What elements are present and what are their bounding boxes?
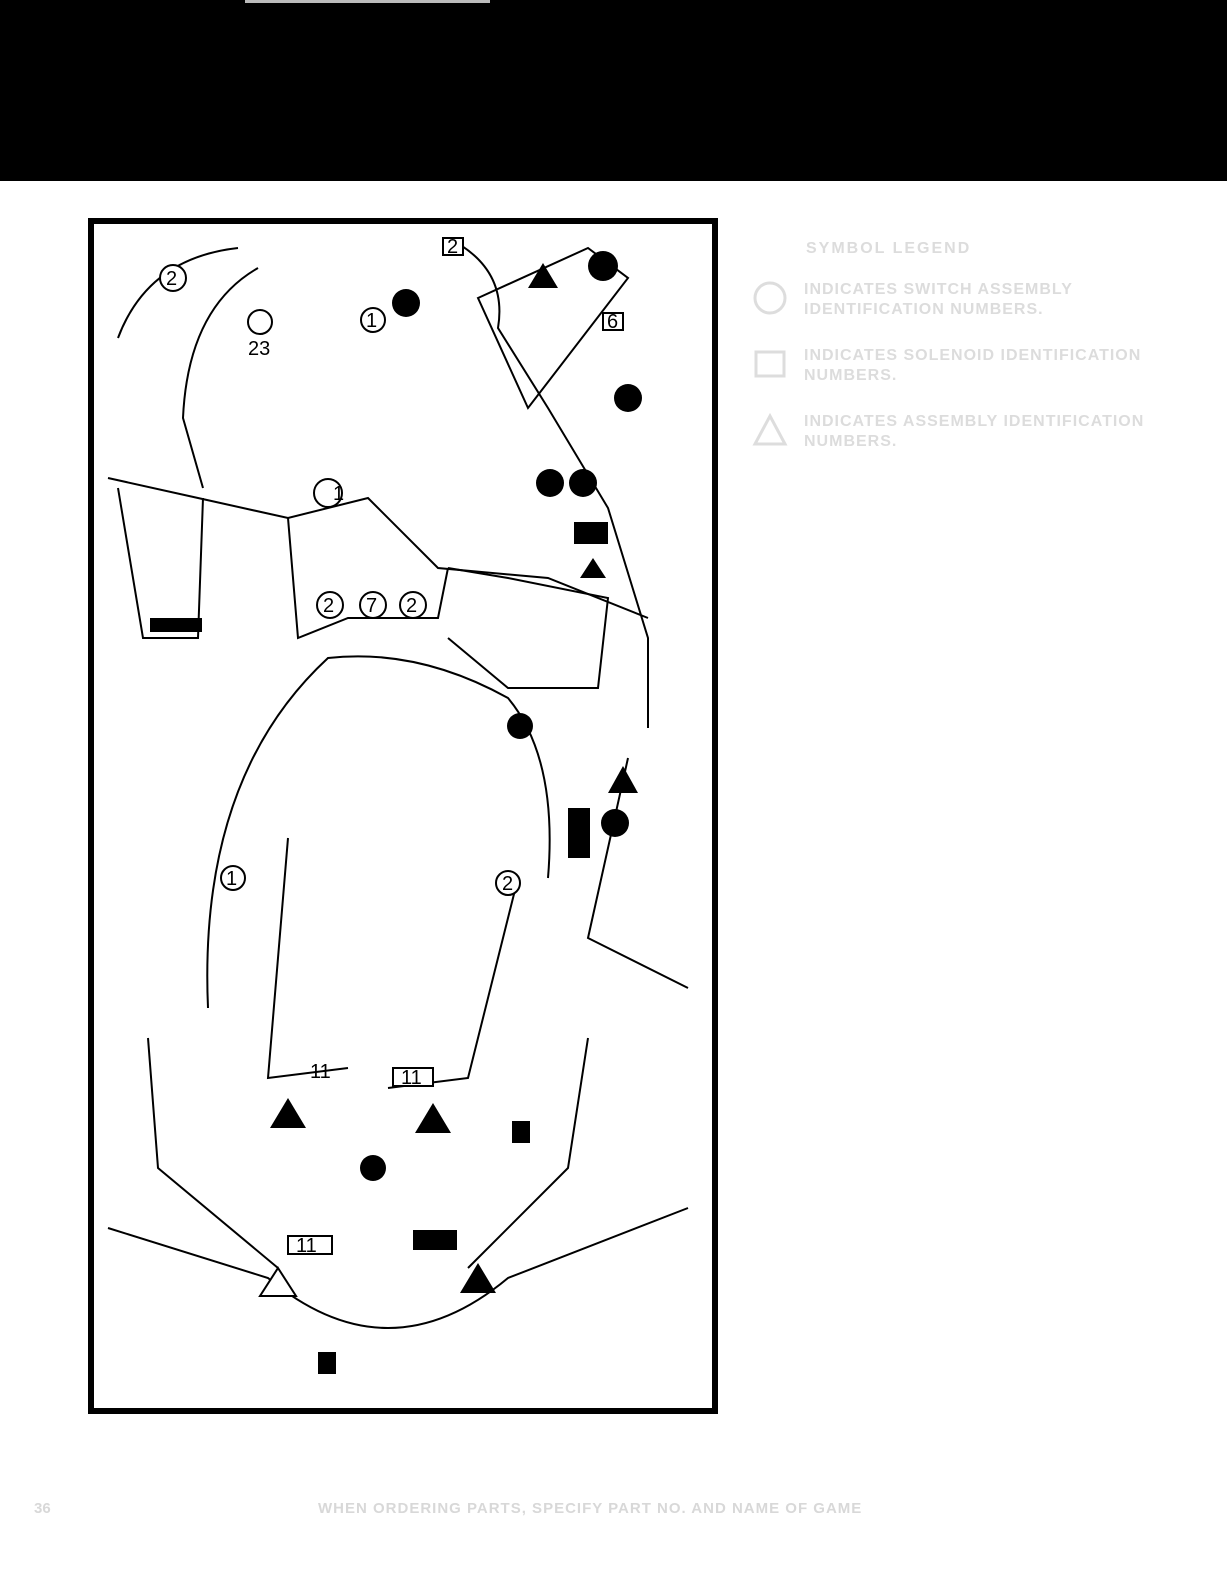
legend-text: INDICATES ASSEMBLY IDENTIFICATION NUMBER…	[804, 413, 1145, 450]
label: 2	[323, 595, 334, 617]
label: 1	[366, 310, 377, 332]
legend-item-solenoid: INDICATES SOLENOID IDENTIFICATION NUMBER…	[752, 346, 1172, 386]
label: 2	[166, 268, 177, 290]
triangle-icon	[752, 412, 788, 446]
label: 1	[226, 868, 237, 890]
label: 11	[310, 1061, 331, 1083]
square-icon	[754, 350, 786, 378]
label: 6	[607, 311, 618, 333]
filled-symbols	[150, 251, 642, 1374]
label: 2	[502, 873, 513, 895]
symbol-legend: SYMBOL LEGEND INDICATES SWITCH ASSEMBLY …	[752, 240, 1172, 478]
footer-note: WHEN ORDERING PARTS, SPECIFY PART NO. AN…	[318, 1500, 863, 1517]
page-number: 36	[34, 1500, 51, 1517]
label: 11	[296, 1235, 317, 1257]
label: 7	[366, 595, 377, 617]
legend-text: INDICATES SOLENOID IDENTIFICATION NUMBER…	[804, 347, 1142, 384]
header-black-band	[0, 0, 1227, 181]
label: 1	[333, 483, 344, 505]
legend-item-switch: INDICATES SWITCH ASSEMBLY IDENTIFICATION…	[752, 280, 1172, 320]
playfield-diagram: 2 23 1 2 6 1 2 7 2 1 2 11 11 11	[88, 218, 718, 1414]
label: 2	[406, 595, 417, 617]
label: 23	[248, 338, 270, 360]
label: 2	[447, 236, 458, 258]
legend-item-assembly: INDICATES ASSEMBLY IDENTIFICATION NUMBER…	[752, 412, 1172, 452]
outline-symbols	[159, 237, 624, 1297]
circle-icon	[753, 281, 787, 315]
label: 11	[401, 1067, 422, 1089]
legend-title: SYMBOL LEGEND	[806, 240, 972, 257]
header-rule	[245, 0, 490, 3]
diagram-labels: 2 23 1 2 6 1 2 7 2 1 2 11 11 11	[166, 236, 618, 1257]
legend-text: INDICATES SWITCH ASSEMBLY IDENTIFICATION…	[804, 281, 1073, 318]
